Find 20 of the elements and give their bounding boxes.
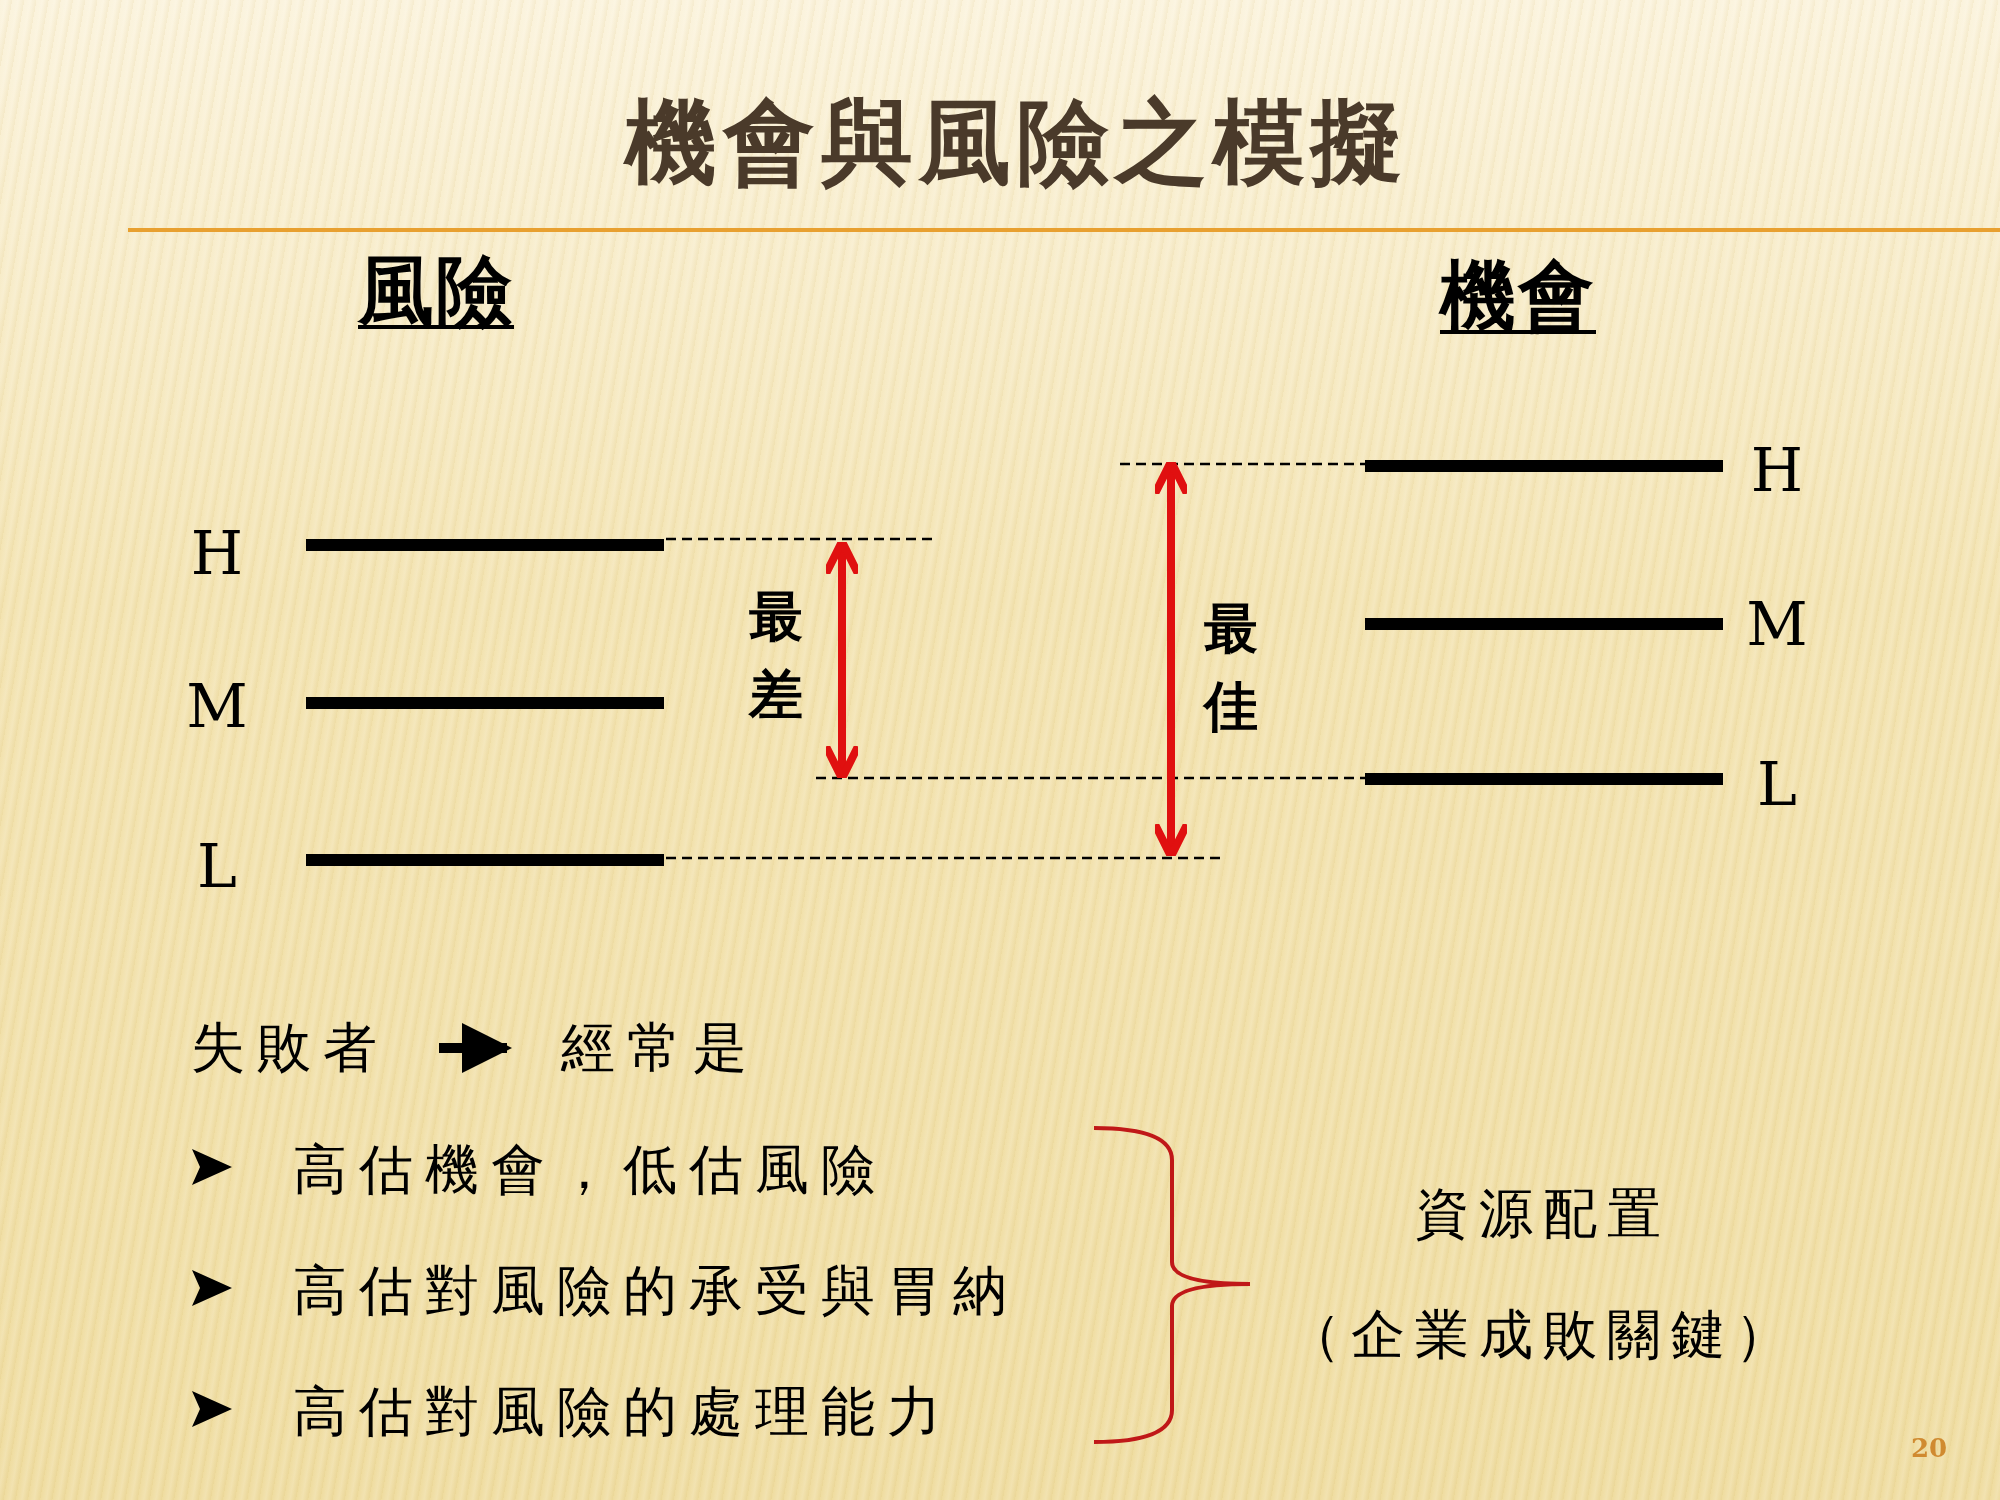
slide-title: 機會與風險之模擬 [625,96,1409,188]
column-heading: 機會 [1440,258,1596,334]
arrow [439,1023,512,1073]
level-label: L [197,836,237,896]
level-label: M [186,676,248,736]
level-label: H [1750,440,1804,500]
label-text: 經常是 [561,1021,759,1075]
range-label: 最佳 [1204,594,1258,740]
range-label: 最差 [749,582,803,728]
column-heading: 風險 [358,253,514,329]
level-label: L [1757,754,1797,814]
bullet-text: 高估對風險的承受與胃納 [293,1264,1019,1318]
level-label: H [190,523,244,583]
bullet-text: 高估機會，低估風險 [293,1143,887,1197]
level-label: M [1746,594,1808,654]
label-text: 失敗者 [191,1021,389,1075]
page-number: 20 [1910,1435,1948,1461]
brace-label: 資源配置 [1415,1187,1671,1241]
bullet-text: 高估對風險的處理能力 [293,1385,953,1439]
brace-label: （企業成敗關鍵） [1287,1308,1799,1362]
